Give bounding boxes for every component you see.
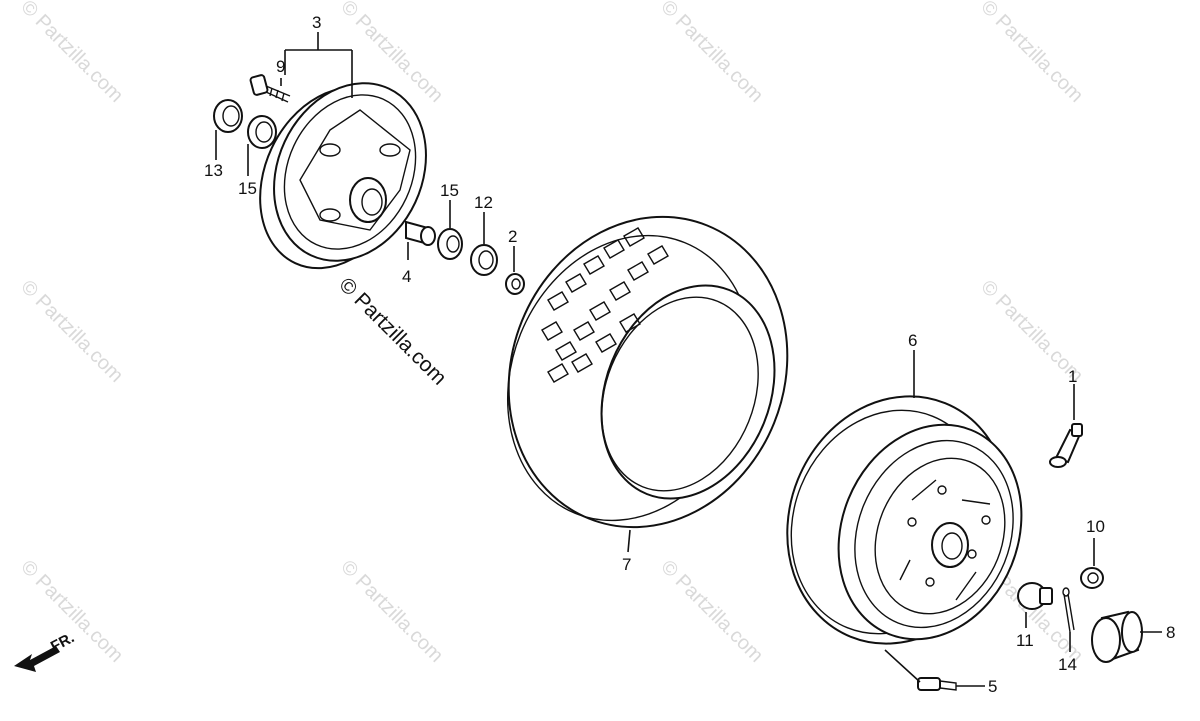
part-rim[interactable] xyxy=(751,363,1053,678)
callout-1: 1 xyxy=(1068,367,1077,386)
watermark: © Partzilla.com xyxy=(16,556,127,667)
part-nut[interactable] xyxy=(1080,567,1104,589)
part-seal-12[interactable] xyxy=(470,244,498,276)
callout-9: 9 xyxy=(276,57,285,76)
part-bearing-right[interactable] xyxy=(437,228,463,260)
leader-lines xyxy=(215,32,1162,687)
part-brake-drum[interactable] xyxy=(232,58,454,293)
watermark: © Partzilla.com xyxy=(656,0,767,107)
watermark: © Partzilla.com xyxy=(16,0,127,107)
callout-2: 2 xyxy=(508,227,517,246)
part-cotter-pin[interactable] xyxy=(1062,587,1075,633)
part-collar-2[interactable] xyxy=(505,273,525,295)
callout-6: 6 xyxy=(908,331,917,350)
callout-12: 12 xyxy=(474,193,493,212)
part-castle-nut[interactable] xyxy=(1017,582,1053,610)
callout-14: 14 xyxy=(1058,655,1077,674)
part-valve[interactable] xyxy=(1049,423,1083,468)
callout-labels: 3 9 13 15 4 15 12 2 7 6 1 10 8 11 14 5 xyxy=(204,13,1175,696)
callout-13: 13 xyxy=(204,161,223,180)
callout-4: 4 xyxy=(402,267,411,286)
part-stud-bolt[interactable] xyxy=(917,677,957,691)
part-collar[interactable] xyxy=(405,220,436,246)
callout-8: 8 xyxy=(1166,623,1175,642)
callout-10: 10 xyxy=(1086,517,1105,536)
arrow-icon xyxy=(14,646,60,672)
part-hub-cap[interactable] xyxy=(1091,610,1143,663)
brand-watermark: © Partzilla.com xyxy=(334,273,450,389)
watermark: © Partzilla.com xyxy=(656,556,767,667)
part-bearing-left[interactable] xyxy=(247,115,277,149)
callout-11: 11 xyxy=(1016,631,1034,650)
callout-15a: 15 xyxy=(238,179,257,198)
part-tire[interactable] xyxy=(463,175,834,570)
callout-5: 5 xyxy=(988,677,997,696)
callout-7: 7 xyxy=(622,555,631,574)
callout-15b: 15 xyxy=(440,181,459,200)
part-oil-seal[interactable] xyxy=(213,99,243,133)
watermark: © Partzilla.com xyxy=(976,0,1087,107)
direction-indicator: FR. xyxy=(14,629,77,672)
callout-3: 3 xyxy=(312,13,321,32)
watermark: © Partzilla.com xyxy=(336,556,447,667)
watermark: © Partzilla.com xyxy=(16,276,127,387)
part-bolt[interactable] xyxy=(249,74,291,103)
